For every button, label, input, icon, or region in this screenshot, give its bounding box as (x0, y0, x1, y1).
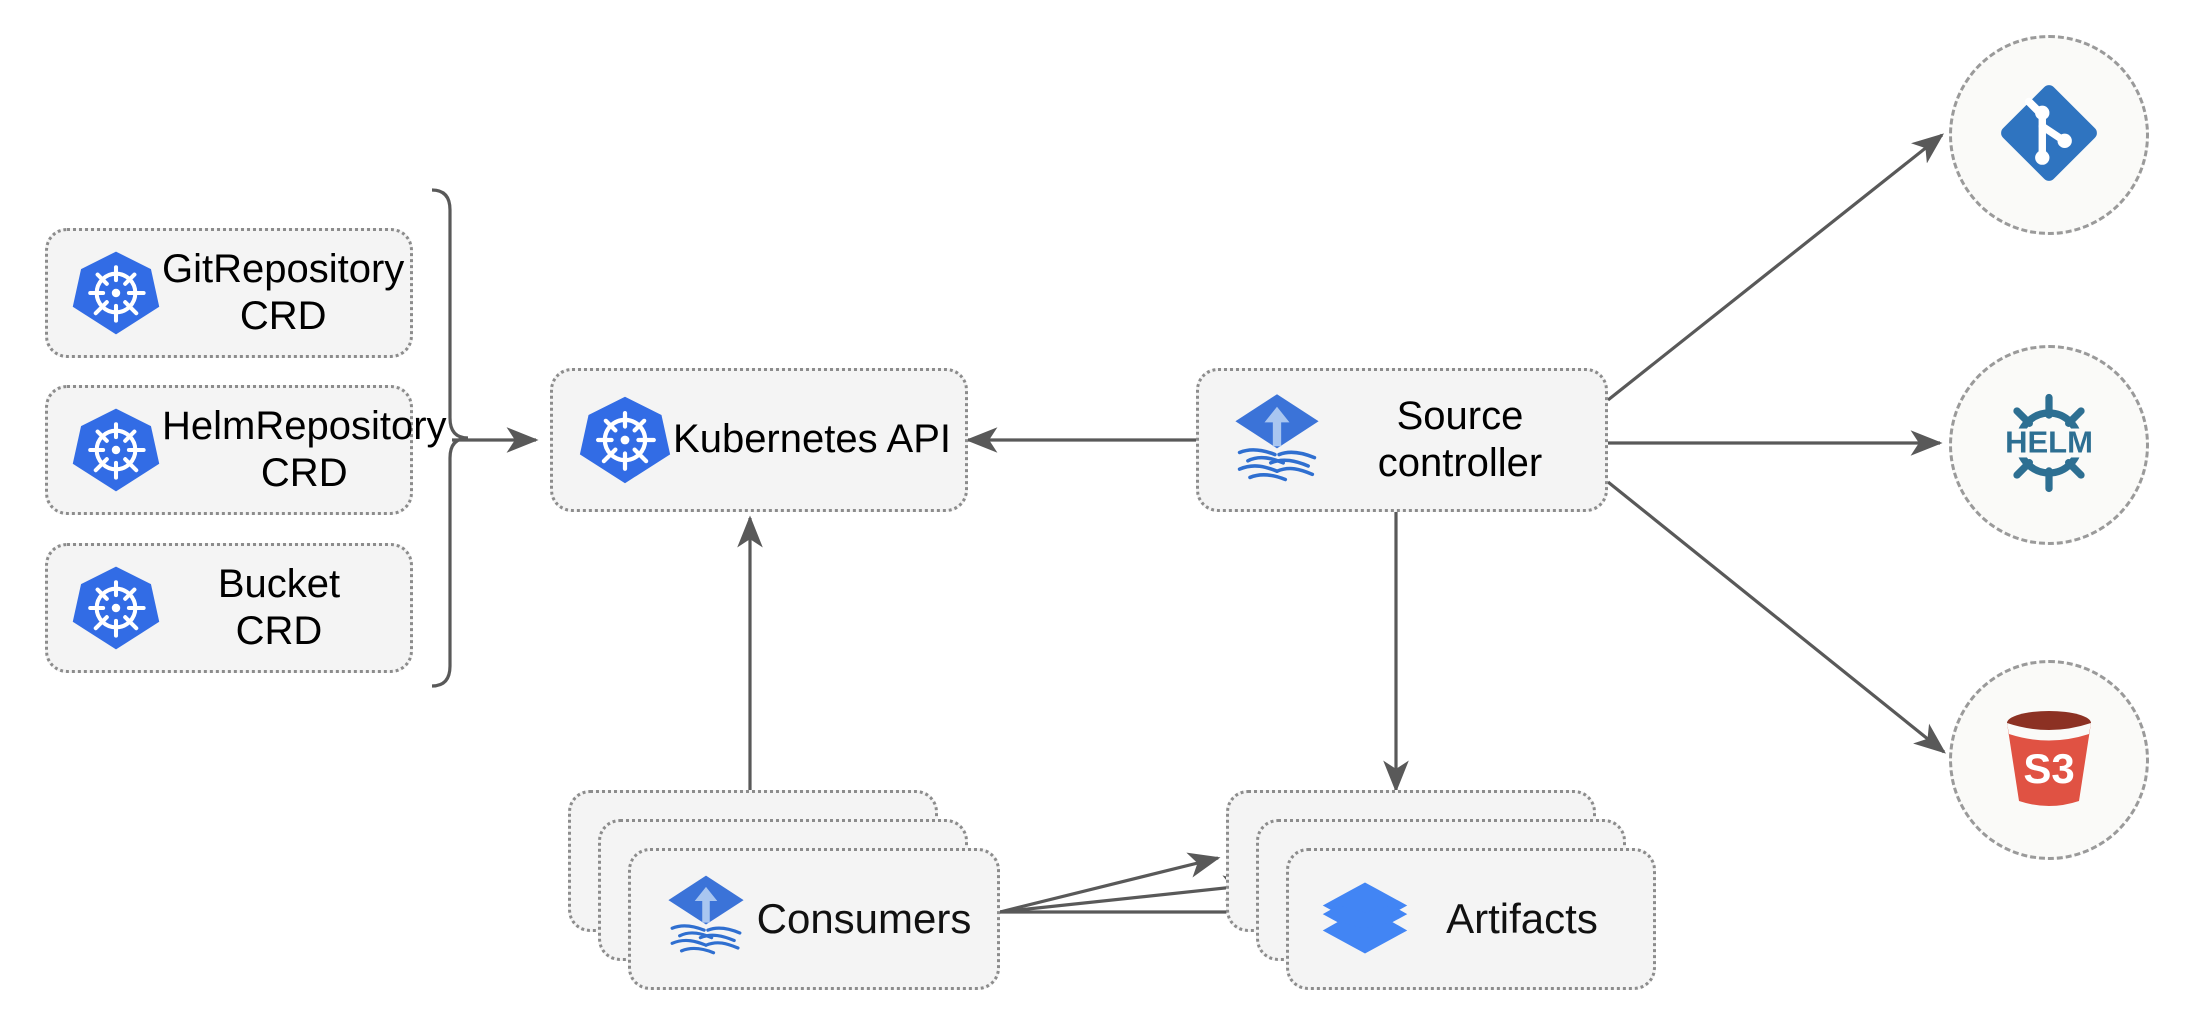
node-kubernetes-api[interactable]: Kubernetes API (550, 368, 968, 512)
edge-source-to-git (1607, 133, 1945, 402)
node-label: Artifacts (1446, 895, 1598, 942)
edge-source-to-s3 (1606, 480, 1946, 754)
kubernetes-icon (577, 392, 673, 488)
edge-consumers-to-artifacts-1 (999, 852, 1221, 914)
node-artifacts[interactable]: Artifacts (1226, 790, 1656, 990)
git-icon (1993, 77, 2105, 194)
flux-icon (1225, 388, 1329, 492)
layers-icon (1317, 869, 1413, 970)
external-git[interactable] (1949, 35, 2149, 235)
node-source-controller[interactable]: Source controller (1196, 368, 1608, 512)
node-label: Kubernetes API (673, 417, 951, 462)
s3-wordmark: S3 (2023, 745, 2074, 792)
crd-box-gitrepository[interactable]: GitRepository CRD (45, 228, 413, 358)
kubernetes-icon (70, 562, 162, 654)
crd-box-bucket[interactable]: Bucket CRD (45, 543, 413, 673)
kubernetes-icon (70, 247, 162, 339)
helm-wordmark: HELM (2005, 424, 2093, 459)
node-consumers[interactable]: Consumers (568, 790, 1000, 990)
external-helm[interactable]: HELM (1949, 345, 2149, 545)
s3-icon: S3 (1989, 701, 2109, 820)
crd-label: GitRepository CRD (162, 246, 405, 338)
crd-label: HelmRepository CRD (162, 403, 447, 495)
crd-label: Bucket CRD (217, 561, 341, 653)
artifacts-card-front[interactable]: Artifacts (1286, 848, 1656, 990)
node-label: Source controller (1377, 393, 1543, 485)
crd-box-helmrepository[interactable]: HelmRepository CRD (45, 385, 447, 515)
external-s3[interactable]: S3 (1949, 660, 2149, 860)
helm-icon: HELM (1987, 381, 2111, 510)
consumers-card-front[interactable]: Consumers (628, 848, 1000, 990)
node-label: Consumers (756, 895, 972, 942)
kubernetes-icon (70, 404, 162, 496)
flux-icon (659, 870, 753, 969)
edge-consumers-to-artifacts-2 (999, 875, 1256, 914)
